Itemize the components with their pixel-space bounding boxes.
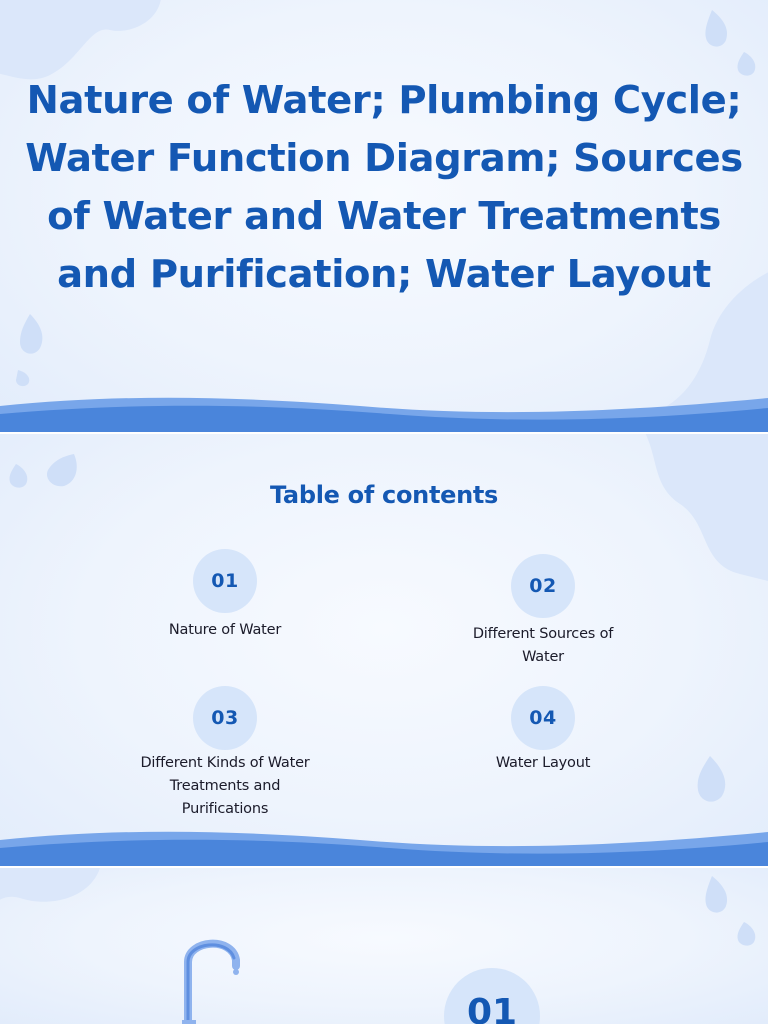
- decorative-splash: [660, 272, 768, 410]
- toc-heading: Table of contents: [269, 481, 499, 509]
- toc-item-number: 03: [193, 686, 257, 750]
- toc-item-number: 02: [511, 554, 575, 618]
- decorative-splash: [0, 0, 161, 80]
- water-drop-icon: [697, 756, 726, 802]
- presentation-title: Nature of Water; Plumbing Cycle; Water F…: [25, 78, 743, 297]
- toc-item-label: Water Layout: [495, 755, 591, 771]
- toc-item-number: 01: [193, 549, 257, 613]
- section-slide: 01: [0, 868, 768, 1024]
- toc-item-label: Nature of Water: [168, 622, 282, 638]
- wave-divider: [0, 397, 768, 432]
- faucet-icon: [182, 939, 240, 1024]
- wave-divider: [0, 831, 768, 866]
- water-drop-icon: [16, 314, 43, 387]
- toc-item-label: Different Sources of Water: [472, 626, 614, 665]
- decorative-splash: [645, 434, 768, 581]
- title-slide: Nature of Water; Plumbing Cycle; Water F…: [0, 0, 768, 432]
- water-drop-icon: [705, 10, 756, 76]
- table-of-contents-slide: Table of contents 01 Nature of Water 02 …: [0, 434, 768, 866]
- section-number: 01: [444, 968, 540, 1024]
- water-drop-icon: [9, 454, 77, 488]
- decorative-splash: [0, 868, 100, 902]
- toc-item-number: 04: [511, 686, 575, 750]
- water-drop-icon: [705, 876, 756, 946]
- toc-item-label: Different Kinds of Water Treatments and …: [140, 755, 310, 817]
